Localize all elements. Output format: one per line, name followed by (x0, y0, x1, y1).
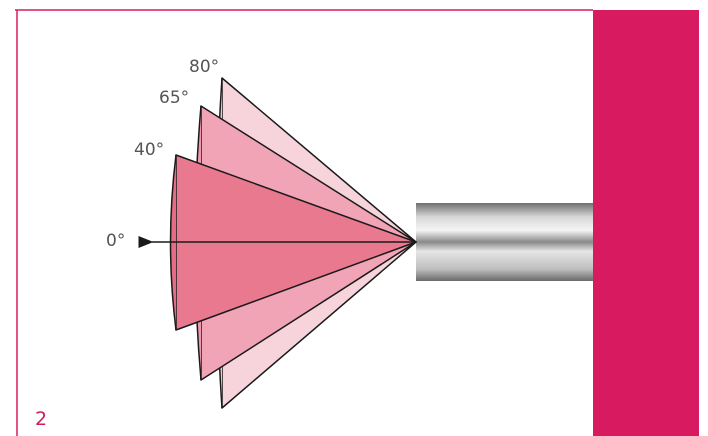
accent-bar (593, 10, 699, 436)
label-0deg: 0° (106, 231, 126, 251)
label-65deg: 65° (159, 88, 190, 108)
fiber-pipe (416, 203, 593, 281)
label-40deg: 40° (134, 140, 165, 160)
figure-number: 2 (35, 408, 48, 430)
label-80deg: 80° (189, 57, 220, 77)
